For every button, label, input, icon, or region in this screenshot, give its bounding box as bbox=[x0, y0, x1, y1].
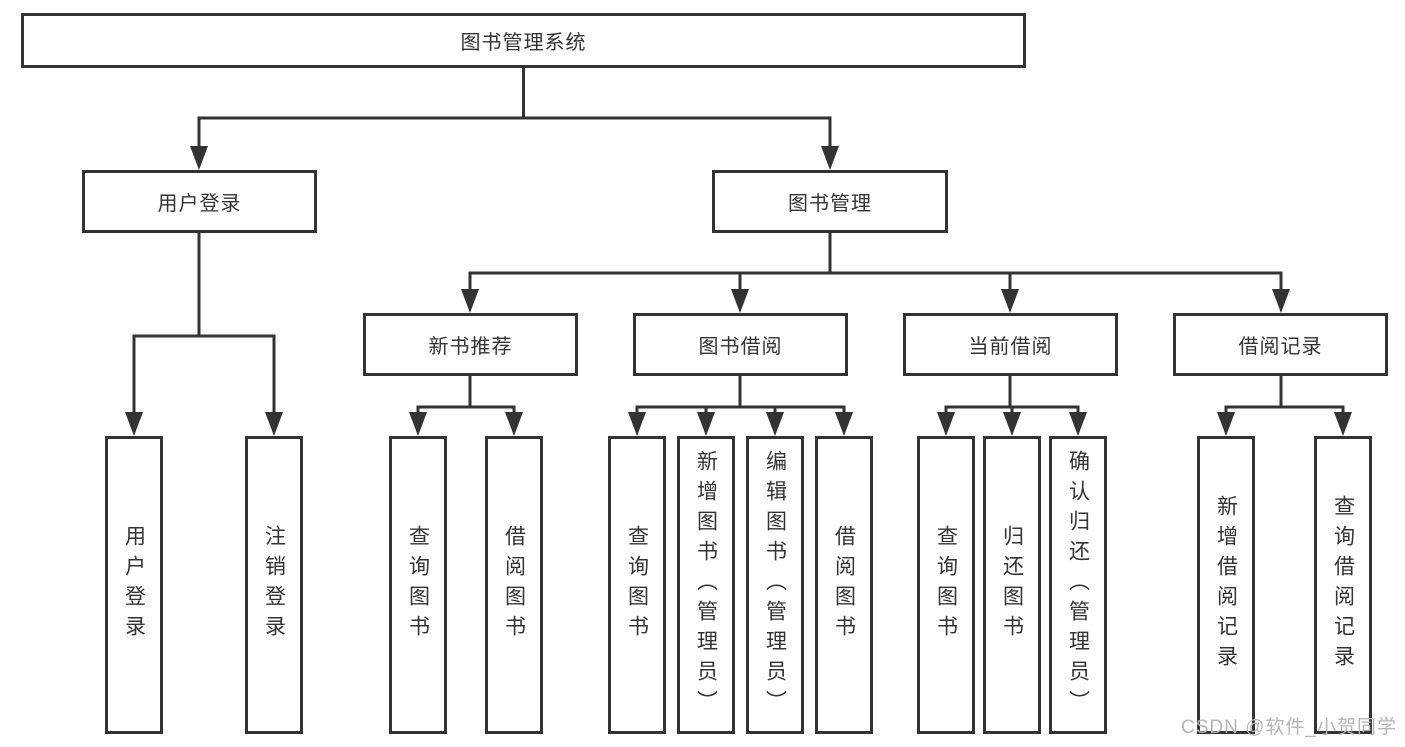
leaf-cb-return-book-label: 归还图书 bbox=[1000, 525, 1024, 645]
leaf-cb-query-book-label: 查询图书 bbox=[934, 525, 958, 645]
node-book-borrow: 图书借阅 bbox=[633, 313, 848, 376]
node-new-book-recommend: 新书推荐 bbox=[363, 313, 578, 376]
node-borrow-records-label: 借阅记录 bbox=[1238, 336, 1323, 358]
leaf-bb-add-book-admin-label: 新增图书（管理员） bbox=[694, 450, 718, 720]
leaf-bb-query-book-label: 查询图书 bbox=[625, 525, 649, 645]
leaf-logout-label: 注销登录 bbox=[262, 525, 286, 645]
node-root: 图书管理系统 bbox=[21, 13, 1026, 68]
leaf-bb-edit-book-admin: 编辑图书（管理员） bbox=[746, 436, 804, 734]
node-current-borrow: 当前借阅 bbox=[903, 313, 1118, 376]
node-book-management-label: 图书管理 bbox=[788, 193, 872, 215]
node-root-label: 图书管理系统 bbox=[460, 32, 587, 54]
arrowheads bbox=[125, 146, 1352, 436]
leaf-bb-add-book-admin: 新增图书（管理员） bbox=[677, 436, 735, 734]
leaf-logout: 注销登录 bbox=[245, 436, 303, 734]
leaf-cb-confirm-return-admin-label: 确认归还（管理员） bbox=[1066, 450, 1090, 720]
node-user-login: 用户登录 bbox=[82, 170, 317, 233]
leaf-br-add-record-label: 新增借阅记录 bbox=[1214, 495, 1238, 675]
leaf-user-login: 用户登录 bbox=[105, 436, 163, 734]
leaf-bb-borrow-book-label: 借阅图书 bbox=[832, 525, 856, 645]
leaf-user-login-label: 用户登录 bbox=[122, 525, 146, 645]
leaf-bb-borrow-book: 借阅图书 bbox=[815, 436, 873, 734]
node-user-login-label: 用户登录 bbox=[157, 193, 242, 215]
leaf-nbr-borrow-book: 借阅图书 bbox=[485, 436, 543, 734]
leaf-cb-confirm-return-admin: 确认归还（管理员） bbox=[1049, 436, 1107, 734]
node-book-borrow-label: 图书借阅 bbox=[698, 336, 783, 358]
leaf-bb-edit-book-admin-label: 编辑图书（管理员） bbox=[763, 450, 787, 720]
leaf-nbr-query-book-label: 查询图书 bbox=[406, 525, 430, 645]
leaf-nbr-query-book: 查询图书 bbox=[389, 436, 447, 734]
leaf-cb-query-book: 查询图书 bbox=[917, 436, 975, 734]
node-new-book-recommend-label: 新书推荐 bbox=[428, 336, 513, 358]
leaf-br-query-record-label: 查询借阅记录 bbox=[1331, 495, 1355, 675]
leaf-cb-return-book: 归还图书 bbox=[983, 436, 1041, 734]
leaf-br-add-record: 新增借阅记录 bbox=[1197, 436, 1255, 734]
node-current-borrow-label: 当前借阅 bbox=[968, 336, 1053, 358]
leaf-bb-query-book: 查询图书 bbox=[608, 436, 666, 734]
node-book-management: 图书管理 bbox=[712, 170, 948, 233]
leaf-nbr-borrow-book-label: 借阅图书 bbox=[502, 525, 526, 645]
leaf-br-query-record: 查询借阅记录 bbox=[1314, 436, 1372, 734]
csdn-watermark: CSDN @软件_小贺同学 bbox=[1181, 717, 1397, 738]
node-borrow-records: 借阅记录 bbox=[1173, 313, 1388, 376]
